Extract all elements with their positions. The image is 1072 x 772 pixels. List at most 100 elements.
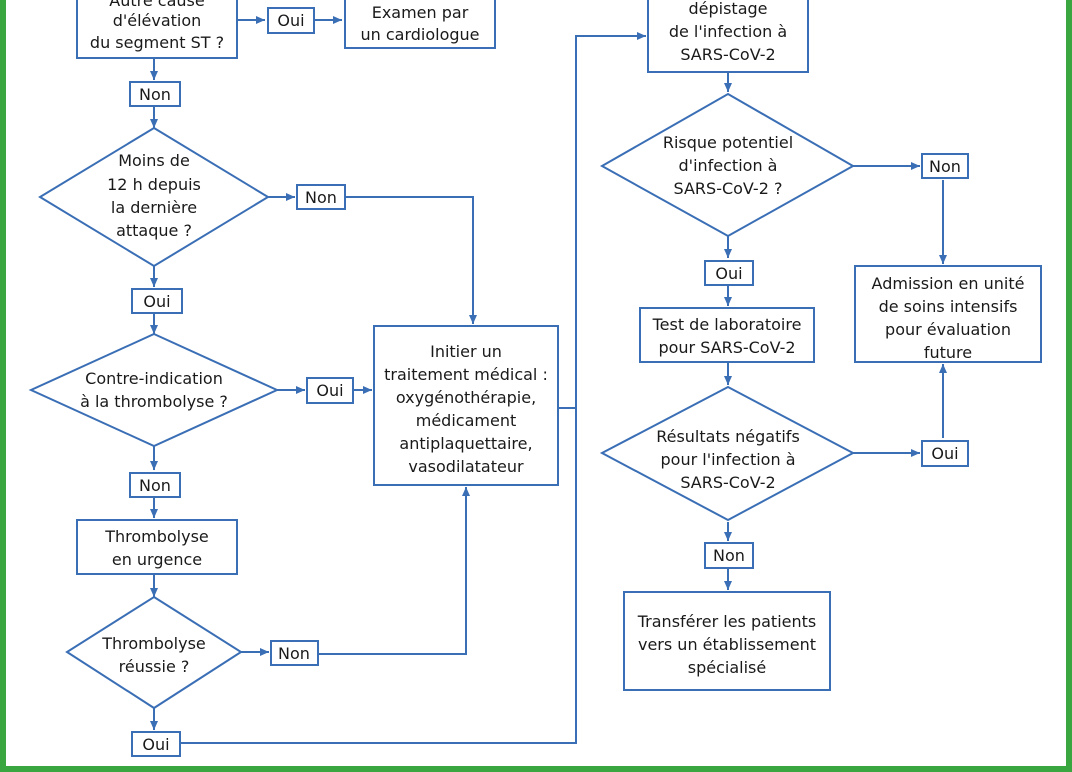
node-contraindication-question: Contre-indication à la thrombolyse ?: [28, 332, 280, 448]
success-question-line-1: Thrombolyse: [101, 634, 206, 653]
node-icu-admission: Admission en unité de soins intensifs po…: [854, 265, 1042, 363]
risk-question-line-2: d'infection à: [679, 156, 778, 175]
svg-text:Autre cause: Autre cause: [109, 0, 204, 10]
lab-test-line-2: pour SARS-CoV-2: [658, 338, 795, 357]
success-question-line-2: réussie ?: [119, 657, 190, 676]
svg-text:Non: Non: [139, 85, 171, 104]
svg-text:oxygénothérapie,: oxygénothérapie,: [396, 388, 536, 407]
svg-text:vers un établissement: vers un établissement: [638, 635, 816, 654]
label-time-yes: Oui: [131, 288, 183, 314]
label-st-no: Non: [129, 81, 181, 107]
svg-text:un cardiologue: un cardiologue: [360, 25, 479, 44]
svg-text:du segment ST ?: du segment ST ?: [90, 33, 224, 52]
treatment-line-1: Initier un: [430, 342, 502, 361]
transfer-line-2: vers un établissement: [638, 635, 816, 654]
svg-text:Transférer les patients: Transférer les patients: [637, 612, 816, 631]
st-yes-text: Oui: [277, 11, 304, 30]
contraindication-no-text: Non: [139, 476, 171, 495]
svg-text:SARS-CoV-2: SARS-CoV-2: [680, 45, 775, 64]
svg-text:Oui: Oui: [143, 292, 170, 311]
treatment-line-6: vasodilatateur: [408, 457, 524, 476]
screening-line-3: SARS-CoV-2: [680, 45, 775, 64]
svg-text:médicament: médicament: [416, 411, 516, 430]
node-cardiologist: Examen par un cardiologue: [344, 0, 496, 49]
svg-text:Admission en unité: Admission en unité: [872, 274, 1025, 293]
contraindication-line-2: à la thrombolyse ?: [80, 392, 228, 411]
label-negative-no: Non: [704, 542, 754, 569]
success-no-text: Non: [278, 644, 310, 663]
svg-text:Oui: Oui: [715, 264, 742, 283]
icu-line-2: de soins intensifs: [879, 297, 1018, 316]
svg-text:réussie ?: réussie ?: [119, 657, 190, 676]
node-negative-results-question: Résultats négatifs pour l'infection à SA…: [599, 385, 856, 522]
svg-text:Thrombolyse: Thrombolyse: [104, 527, 209, 546]
time-question-line-1: Moins de: [118, 151, 190, 170]
label-contraindication-yes: Oui: [306, 377, 354, 404]
label-risk-yes: Oui: [704, 260, 754, 286]
treatment-line-3: oxygénothérapie,: [396, 388, 536, 407]
label-success-yes: Oui: [131, 731, 181, 757]
transfer-line-1: Transférer les patients: [637, 612, 816, 631]
icu-line-1: Admission en unité: [872, 274, 1025, 293]
svg-text:Oui: Oui: [142, 735, 169, 754]
thrombolysis-line-1: Thrombolyse: [104, 527, 209, 546]
svg-text:SARS-CoV-2 ?: SARS-CoV-2 ?: [674, 179, 783, 198]
icu-line-4: future: [924, 343, 972, 362]
svg-text:Examen par: Examen par: [372, 3, 469, 22]
svg-text:d'élévation: d'élévation: [113, 11, 202, 30]
svg-text:en urgence: en urgence: [112, 550, 202, 569]
svg-text:Oui: Oui: [931, 444, 958, 463]
negative-line-3: SARS-CoV-2: [680, 473, 775, 492]
svg-text:à la thrombolyse ?: à la thrombolyse ?: [80, 392, 228, 411]
svg-text:Oui: Oui: [316, 381, 343, 400]
time-no-text: Non: [305, 188, 337, 207]
connectors: [150, 16, 947, 744]
label-contraindication-no: Non: [129, 472, 181, 498]
svg-text:Initier un: Initier un: [430, 342, 502, 361]
svg-text:future: future: [924, 343, 972, 362]
contraindication-yes-text: Oui: [316, 381, 343, 400]
svg-text:12 h depuis: 12 h depuis: [107, 175, 201, 194]
st-question-line-1: Autre cause: [109, 0, 204, 10]
risk-no-text: Non: [929, 157, 961, 176]
screening-line-2: de l'infection à: [669, 22, 787, 41]
svg-text:Non: Non: [929, 157, 961, 176]
negative-yes-text: Oui: [931, 444, 958, 463]
svg-text:vasodilatateur: vasodilatateur: [408, 457, 524, 476]
svg-text:traitement médical :: traitement médical :: [384, 365, 548, 384]
risk-yes-text: Oui: [715, 264, 742, 283]
thrombolysis-line-2: en urgence: [112, 550, 202, 569]
treatment-line-2: traitement médical :: [384, 365, 548, 384]
node-screening: dépistage de l'infection à SARS-CoV-2: [647, 0, 809, 73]
node-risk-question: Risque potentiel d'infection à SARS-CoV-…: [599, 92, 856, 238]
svg-text:SARS-CoV-2: SARS-CoV-2: [680, 473, 775, 492]
svg-text:Non: Non: [305, 188, 337, 207]
icu-line-3: pour évaluation: [885, 320, 1011, 339]
node-st-question: Autre cause d'élévation du segment ST ?: [76, 0, 238, 59]
st-no-text: Non: [139, 85, 171, 104]
label-negative-yes: Oui: [921, 440, 969, 467]
svg-text:antiplaquettaire,: antiplaquettaire,: [399, 434, 532, 453]
svg-text:Test de laboratoire: Test de laboratoire: [652, 315, 802, 334]
cardiologist-line-2: un cardiologue: [360, 25, 479, 44]
svg-text:pour SARS-CoV-2: pour SARS-CoV-2: [658, 338, 795, 357]
svg-text:Thrombolyse: Thrombolyse: [101, 634, 206, 653]
label-st-yes: Oui: [267, 7, 315, 34]
time-question-line-3: la dernière: [111, 198, 197, 217]
st-question-line-2: d'élévation: [113, 11, 202, 30]
negative-no-text: Non: [713, 546, 745, 565]
svg-text:pour évaluation: pour évaluation: [885, 320, 1011, 339]
svg-text:pour l'infection à: pour l'infection à: [661, 450, 796, 469]
treatment-line-5: antiplaquettaire,: [399, 434, 532, 453]
risk-question-line-3: SARS-CoV-2 ?: [674, 179, 783, 198]
node-time-question: Moins de 12 h depuis la dernière attaque…: [38, 126, 270, 268]
svg-text:de soins intensifs: de soins intensifs: [879, 297, 1018, 316]
time-yes-text: Oui: [143, 292, 170, 311]
svg-text:spécialisé: spécialisé: [688, 658, 766, 677]
svg-text:Oui: Oui: [277, 11, 304, 30]
contraindication-line-1: Contre-indication: [85, 369, 223, 388]
risk-question-line-1: Risque potentiel: [663, 133, 793, 152]
label-time-no: Non: [296, 184, 346, 210]
label-success-no: Non: [270, 640, 319, 666]
